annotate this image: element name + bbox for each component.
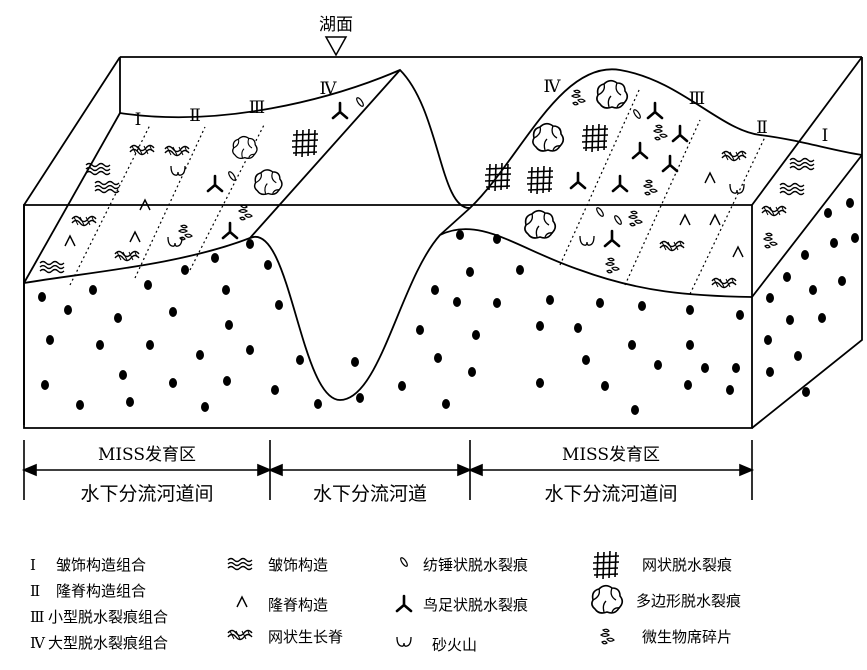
interchannel-right-label: 水下分流河道间 [544, 483, 677, 505]
interchannel-left-label: 水下分流河道间 [80, 483, 213, 505]
miss-zone-right-label: MISS发育区 [562, 445, 660, 465]
channel-label: 水下分流河道 [313, 483, 427, 505]
net-ridge-icon [227, 629, 253, 641]
lake-surface-label: 湖面 [319, 15, 353, 35]
range-brackets [21, 440, 755, 500]
block-frame [23, 56, 863, 429]
zone-label-left-3: Ⅲ [249, 98, 265, 118]
miss-zone-left-label: MISS发育区 [98, 445, 196, 465]
bird-foot-crack-icon [395, 594, 413, 613]
polygon-crack-icon [591, 584, 624, 614]
zone-label-left-4: Ⅳ [320, 79, 338, 99]
zone-label-right-1: Ⅰ [822, 126, 829, 146]
zone-label-left-1: Ⅰ [135, 110, 142, 130]
zone-label-right-4: Ⅳ [544, 77, 562, 97]
zone-label-right-3: Ⅲ [689, 89, 705, 109]
lake-surface-marker: 湖面 [319, 15, 353, 57]
zone-label-right-2: Ⅱ [756, 118, 768, 138]
net-crack-icon [592, 550, 620, 580]
mat-fragment-icon [600, 628, 615, 645]
ridge-icon [236, 596, 248, 608]
sand-volcano-icon [396, 636, 412, 647]
surface-symbols [39, 79, 815, 289]
spindle-crack-icon [398, 556, 410, 568]
zone-boundaries [69, 87, 766, 295]
zone-label-left-2: Ⅱ [189, 106, 201, 126]
lakebed-surface [23, 68, 863, 401]
zone-labels: Ⅰ Ⅱ Ⅲ Ⅳ Ⅳ Ⅲ Ⅱ Ⅰ [135, 77, 829, 146]
wrinkle-icon [227, 557, 253, 571]
range-labels: MISS发育区 MISS发育区 水下分流河道间 水下分流河道 水下分流河道间 [80, 445, 677, 505]
sediment-dots [38, 198, 859, 415]
legend-icons [227, 550, 624, 647]
